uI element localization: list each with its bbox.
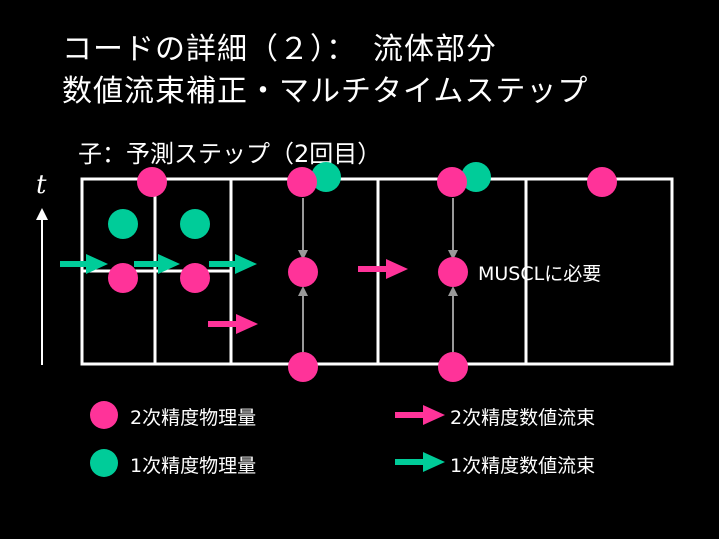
time-axis-label: t bbox=[36, 170, 47, 200]
pink-dot bbox=[587, 167, 617, 197]
muscl-annotation: MUSCLに必要 bbox=[478, 263, 602, 285]
legend-green-dot-icon bbox=[90, 449, 118, 477]
green-flux-arrows bbox=[60, 254, 257, 274]
legend-symbols bbox=[90, 401, 445, 477]
legend-green-arrow-label: 1次精度数値流束 bbox=[450, 455, 596, 477]
legend-pink-dot-label: 2次精度物理量 bbox=[130, 407, 257, 429]
pink-dots bbox=[108, 167, 617, 382]
green-arrow bbox=[60, 254, 108, 274]
pink-dot bbox=[438, 257, 468, 287]
slide-title-line2: 数値流束補正・マルチタイムステップ bbox=[62, 74, 589, 109]
green-dot bbox=[108, 209, 138, 239]
pink-dot bbox=[437, 167, 467, 197]
pink-dot bbox=[438, 352, 468, 382]
legend-pink-arrow-icon bbox=[395, 405, 445, 425]
slide-title-line1: コードの詳細（２）： 流体部分 bbox=[62, 32, 497, 67]
pink-dot bbox=[288, 352, 318, 382]
pink-dot bbox=[288, 257, 318, 287]
gray-arrows bbox=[298, 198, 458, 352]
pink-arrow bbox=[358, 259, 408, 279]
green-arrow bbox=[134, 254, 180, 274]
pink-dot bbox=[180, 263, 210, 293]
legend-pink-dot-icon bbox=[90, 401, 118, 429]
green-dots bbox=[108, 162, 491, 239]
legend-pink-arrow-label: 2次精度数値流束 bbox=[450, 407, 596, 429]
pink-dot bbox=[137, 167, 167, 197]
green-dot bbox=[311, 162, 341, 192]
pink-arrow bbox=[208, 314, 258, 334]
pink-dot bbox=[108, 263, 138, 293]
pink-dot bbox=[287, 167, 317, 197]
green-arrow bbox=[209, 254, 257, 274]
legend-green-arrow-icon bbox=[395, 452, 445, 472]
legend-green-dot-label: 1次精度物理量 bbox=[130, 455, 257, 477]
green-dot bbox=[180, 209, 210, 239]
green-dot bbox=[461, 162, 491, 192]
pink-flux-arrows bbox=[208, 259, 408, 334]
